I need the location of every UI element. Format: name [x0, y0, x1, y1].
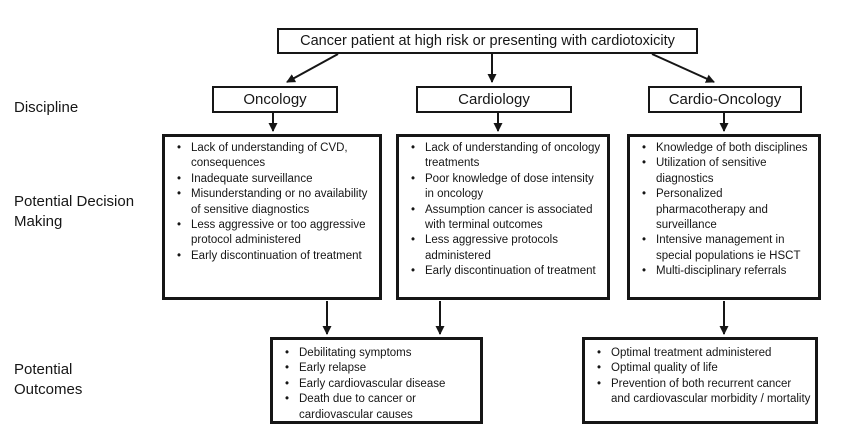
outcome-item: Early cardiovascular disease [285, 377, 477, 393]
decision-point: Knowledge of both disciplines [642, 141, 815, 157]
decision-box-oncology: Lack of understanding of CVD, consequenc… [162, 134, 382, 300]
decision-point: Lack of understanding of CVD, consequenc… [177, 141, 376, 172]
decision-point: Intensive management in special populati… [642, 233, 815, 264]
root-node: Cancer patient at high risk or presentin… [277, 28, 698, 54]
decision-box-cardio-oncology: Knowledge of both disciplines Utilizatio… [627, 134, 821, 300]
decision-point: Lack of understanding of oncology treatm… [411, 141, 604, 172]
node-cardiology: Cardiology [416, 86, 572, 113]
decision-point: Misunderstanding or no availability of s… [177, 187, 376, 218]
decision-list-cardiology: Lack of understanding of oncology treatm… [401, 141, 604, 280]
outcome-list-oncology-cardiology: Debilitating symptoms Early relapse Earl… [275, 346, 477, 423]
decision-point: Less aggressive protocols administered [411, 233, 604, 264]
outcome-item: Optimal treatment administered [597, 346, 812, 362]
decision-list-cardio-oncology: Knowledge of both disciplines Utilizatio… [632, 141, 815, 280]
outcome-item: Optimal quality of life [597, 361, 812, 377]
decision-point: Assumption cancer is associated with ter… [411, 203, 604, 234]
decision-point: Inadequate surveillance [177, 172, 376, 188]
node-cardiology-label: Cardiology [458, 91, 530, 108]
decision-point: Multi-disciplinary referrals [642, 264, 815, 280]
outcome-item: Death due to cancer or cardiovascular ca… [285, 392, 477, 423]
node-cardio-oncology: Cardio-Oncology [648, 86, 802, 113]
decision-box-cardiology: Lack of understanding of oncology treatm… [396, 134, 610, 300]
row-label-discipline: Discipline [14, 99, 79, 116]
outcome-item: Prevention of both recurrent cancer and … [597, 377, 812, 408]
decision-list-oncology: Lack of understanding of CVD, consequenc… [167, 141, 376, 265]
decision-point: Personalized pharmacotherapy and surveil… [642, 187, 815, 233]
decision-point: Poor knowledge of dose intensity in onco… [411, 172, 604, 203]
decision-point: Less aggressive or too aggressive protoc… [177, 218, 376, 249]
node-oncology: Oncology [212, 86, 338, 113]
node-oncology-label: Oncology [243, 91, 307, 108]
outcome-list-cardio-oncology: Optimal treatment administered Optimal q… [587, 346, 812, 408]
decision-point: Early discontinuation of treatment [411, 264, 604, 280]
decision-point: Early discontinuation of treatment [177, 249, 376, 265]
node-cardio-oncology-label: Cardio-Oncology [668, 91, 782, 108]
row-label-decision-making: Potential Decision Making [14, 193, 135, 230]
outcome-item: Early relapse [285, 361, 477, 377]
outcome-item: Debilitating symptoms [285, 346, 477, 362]
outcome-box-cardio-oncology: Optimal treatment administered Optimal q… [582, 337, 818, 424]
outcome-box-oncology-cardiology: Debilitating symptoms Early relapse Earl… [270, 337, 483, 424]
decision-point: Utilization of sensitive diagnostics [642, 156, 815, 187]
row-label-outcomes: Potential Outcomes [14, 361, 83, 398]
root-node-label: Cancer patient at high risk or presentin… [300, 33, 675, 49]
